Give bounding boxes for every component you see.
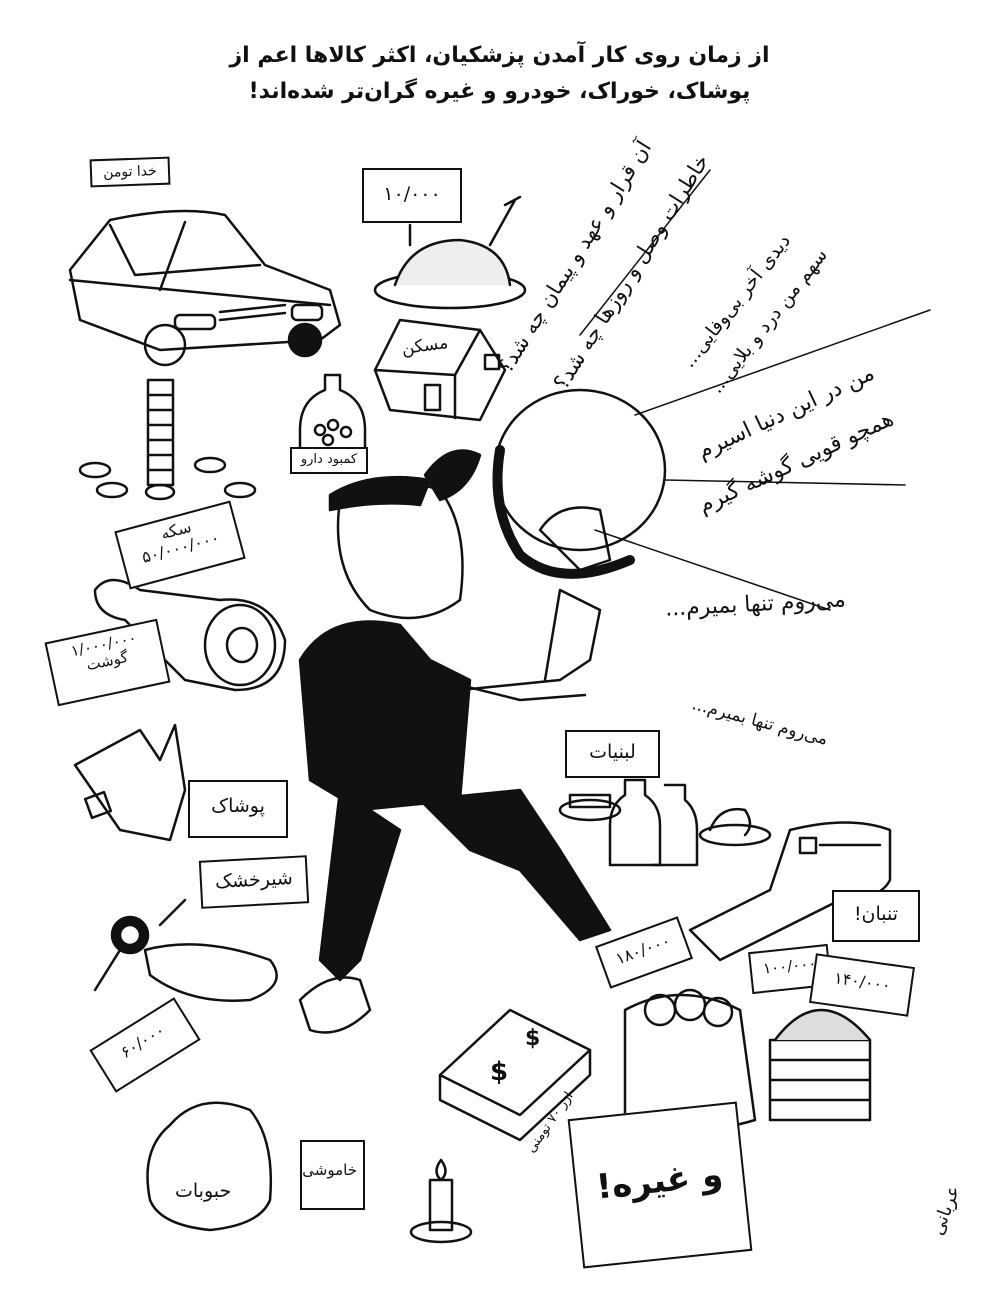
house-drawing <box>373 318 507 422</box>
svg-text:$: $ <box>490 1057 508 1087</box>
shirt-drawing <box>73 723 187 842</box>
baby-drawing <box>93 898 278 1002</box>
dairy-sign: لبنیات <box>565 730 660 778</box>
chicken-drawing <box>373 195 527 310</box>
legumes-label: حبوبات <box>175 1180 232 1202</box>
car-price-sign: خدا تومن <box>89 156 171 188</box>
lyric-lines <box>579 169 931 611</box>
etc-sign: و غیره! <box>567 1101 753 1269</box>
clothing-sign: پوشاک <box>188 780 288 838</box>
svg-text:$: $ <box>525 1026 540 1051</box>
fruit-sack-drawing <box>623 988 872 1132</box>
coins-drawing <box>78 378 257 501</box>
money-stack-drawing: $ $ <box>438 1008 592 1142</box>
car-drawing <box>68 209 342 367</box>
grain-sack-drawing <box>146 1101 273 1232</box>
milk-powder-sign: شیرخشک <box>198 855 310 909</box>
headline: از زمان روی کار آمدن پزشکیان، اکثر کالاه… <box>0 38 999 110</box>
medicine-sign: کمبود دارو <box>290 447 368 474</box>
dairy-drawing <box>558 778 772 867</box>
candle-drawing <box>409 1158 473 1244</box>
headline-line-1: از زمان روی کار آمدن پزشکیان، اکثر کالاه… <box>229 43 770 68</box>
chicken-price-sign: ۱۰/۰۰۰ <box>362 168 462 223</box>
pants-drawing <box>688 821 892 962</box>
blackout-sign: خاموشی <box>300 1140 365 1210</box>
headline-line-2: پوشاک، خوراک، خودرو و غیره گران‌تر شده‌ا… <box>248 79 751 104</box>
man-with-tambourine-drawing <box>298 388 667 1034</box>
pants-sign: تنبان! <box>832 890 920 942</box>
medicine-bottle-drawing <box>298 373 367 452</box>
